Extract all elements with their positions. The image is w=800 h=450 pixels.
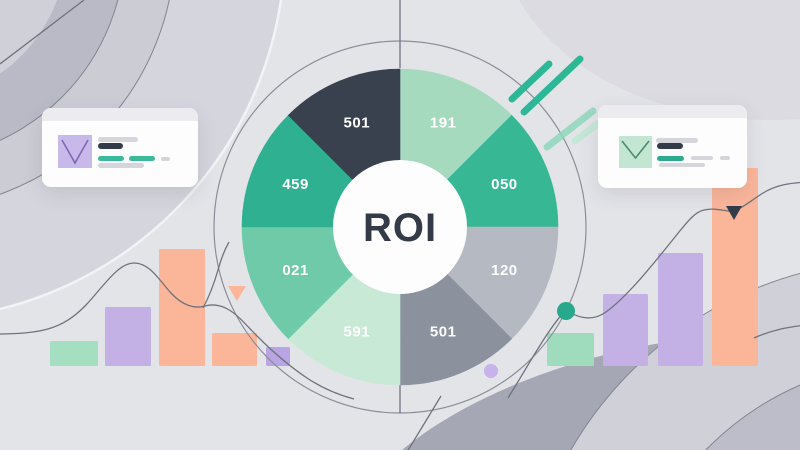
trend-curve-left xyxy=(0,262,355,400)
donut-segment-label: 021 xyxy=(282,262,309,279)
skeleton-line xyxy=(659,163,705,167)
trend-dot-teal xyxy=(557,302,575,320)
donut-center xyxy=(333,160,467,294)
diagonal-accent-stroke xyxy=(508,60,553,103)
right-bar-group-bar xyxy=(547,333,594,366)
donut-segment-label: 501 xyxy=(430,323,457,340)
skeleton-line xyxy=(691,156,713,160)
report-card-right xyxy=(598,105,747,188)
trend-dot-purple xyxy=(484,364,498,378)
left-bar-group-bar xyxy=(50,341,98,366)
card-header-strip xyxy=(42,108,198,121)
skeleton-line xyxy=(98,163,144,168)
skeleton-line xyxy=(98,143,123,149)
skeleton-line xyxy=(129,156,155,161)
left-bar-group-bar xyxy=(105,307,151,366)
donut-center-label: ROI xyxy=(363,206,437,250)
donut-segment-label: 191 xyxy=(430,115,457,132)
bg-band xyxy=(519,0,800,120)
skeleton-line xyxy=(656,138,698,143)
trend-curve-branch xyxy=(202,241,230,309)
card-header-strip xyxy=(598,105,747,118)
trend-curve-right-edge xyxy=(753,325,800,339)
donut-segment-label: 501 xyxy=(344,115,371,132)
donut-segment-label: 591 xyxy=(344,323,371,340)
report-card-left xyxy=(42,108,198,187)
skeleton-line xyxy=(720,156,730,160)
skeleton-line xyxy=(98,137,138,142)
bg-band xyxy=(0,0,58,74)
diagonal-accent-stroke xyxy=(520,55,584,116)
triangle-down-icon xyxy=(58,135,92,168)
skeleton-line xyxy=(657,143,683,149)
skeleton-line xyxy=(657,156,684,161)
skeleton-line xyxy=(161,157,170,161)
bg-band xyxy=(705,384,800,450)
right-bar-group-bar xyxy=(603,294,648,366)
envelope-icon xyxy=(619,136,652,168)
donut-segment-label: 050 xyxy=(491,176,518,193)
diagonal-accent-stroke xyxy=(543,107,597,151)
diagonal-line-bottom xyxy=(407,395,442,450)
diagonal-line-corner xyxy=(0,0,85,65)
donut-segment-label: 120 xyxy=(491,262,518,279)
left-bar-group-bar xyxy=(212,333,257,366)
donut-segment-label: 459 xyxy=(282,176,309,193)
skeleton-line xyxy=(98,156,124,161)
right-bar-group-bar xyxy=(658,253,703,366)
